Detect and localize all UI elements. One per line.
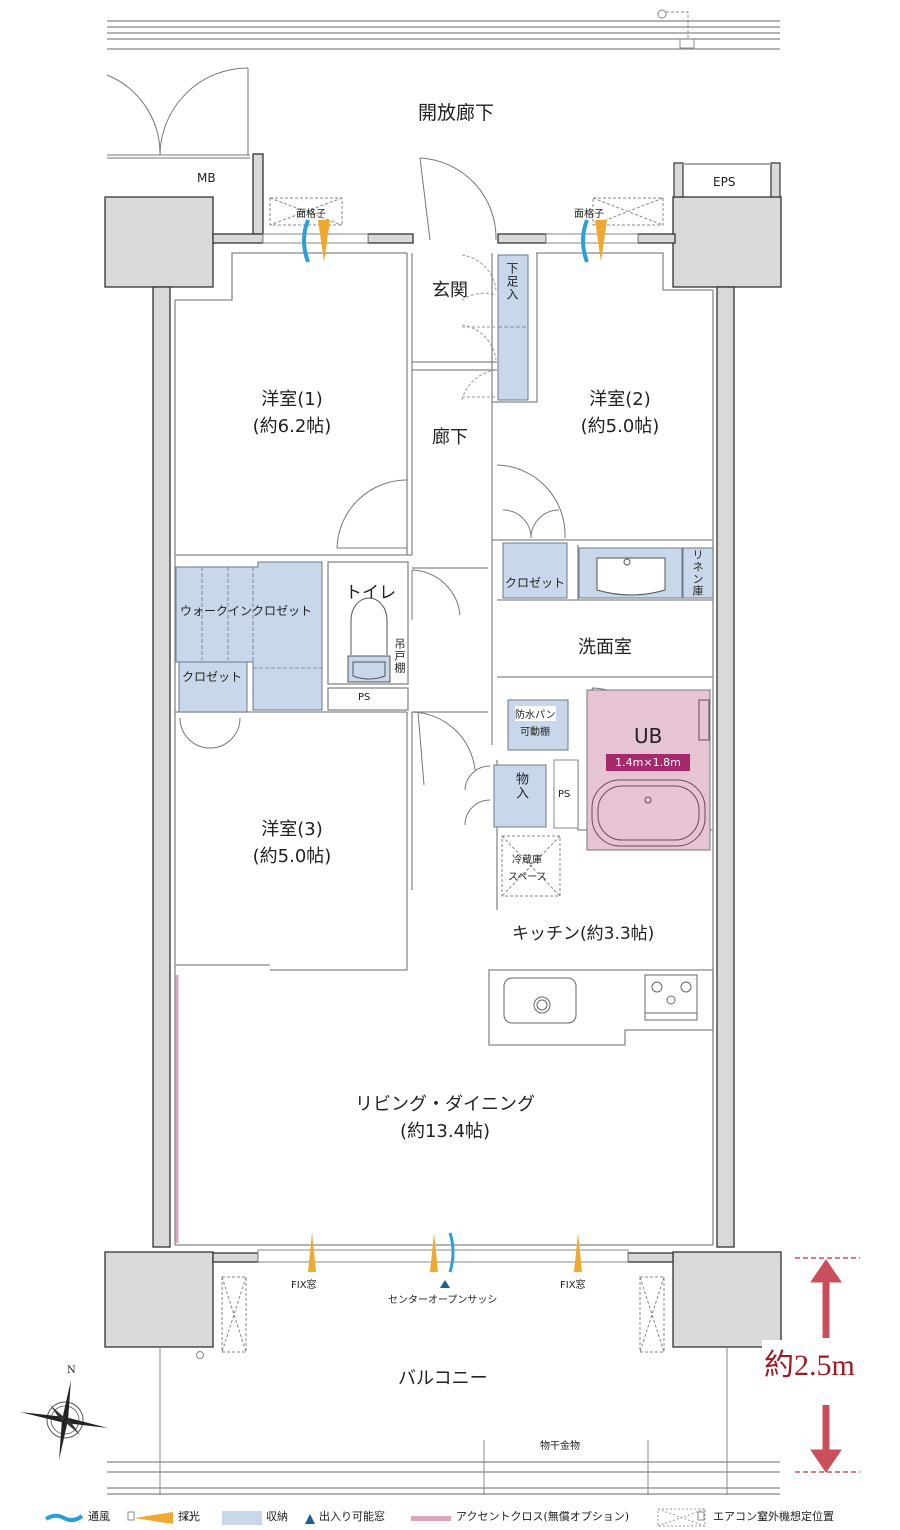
room-western-1: 洋室(1) (約6.2帖) <box>232 386 352 440</box>
grille-label-right: 面格子 <box>574 209 604 220</box>
legend-accent-cloth: アクセントクロス(無償オプション) <box>456 1508 629 1524</box>
legend-label: 採光 <box>178 1510 200 1523</box>
legend-ventilation-icon <box>44 1513 84 1523</box>
room-name: 洋室(3) <box>261 819 323 840</box>
legend-accessible-window: 出入り可能窓 <box>319 1508 385 1524</box>
fridge-space-label-1: 冷蔵庫 <box>512 855 542 866</box>
kitchen-label: キッチン(約3.3帖) <box>512 924 655 944</box>
room-western-3: 洋室(3) (約5.0帖) <box>232 816 352 870</box>
balcony-depth-dimension: 約2.5m <box>762 1340 857 1384</box>
legend-accent-swatch <box>411 1516 451 1521</box>
fix-window-right-label: FIX窓 <box>560 1280 586 1291</box>
legend-label: エアコン室外機想定位置 <box>713 1510 834 1523</box>
toilet-label: トイレ <box>345 583 396 603</box>
entrance-label: 玄関 <box>432 280 468 301</box>
closet-label-right: クロゼット <box>505 576 566 590</box>
legend-label: 出入り可能窓 <box>319 1510 385 1523</box>
legend-label: 通風 <box>88 1510 110 1523</box>
hallway-label: 廊下 <box>432 427 468 448</box>
room-size: (約5.0帖) <box>252 846 332 867</box>
washroom-label: 洗面室 <box>578 637 632 658</box>
room-name: 洋室(2) <box>589 389 651 410</box>
legend-ac-unit-icon <box>657 1508 706 1527</box>
corridor-label: 開放廊下 <box>418 102 495 124</box>
unit-bath-label: UB <box>634 724 663 748</box>
legend: 通風 採光 収納 出入り可能窓 アクセントクロス(無償オプション) エアコン室外… <box>0 1506 900 1528</box>
legend-storage: 収納 <box>266 1508 288 1524</box>
fridge-space-label-2: スペース <box>508 872 547 883</box>
room-size: (約13.4帖) <box>399 1121 491 1142</box>
legend-daylight: 採光 <box>178 1508 200 1524</box>
room-size: (約5.0帖) <box>580 416 660 437</box>
legend-storage-swatch <box>222 1511 262 1525</box>
center-open-sash-label: センターオープンサッシ <box>388 1295 498 1306</box>
compass-north-label: N <box>67 1365 76 1376</box>
legend-ventilation: 通風 <box>88 1508 110 1524</box>
mb-label: MB <box>197 171 216 185</box>
walk-in-closet-label: ウォークインクロゼット <box>180 604 313 618</box>
grille-label-left: 面格子 <box>296 209 326 220</box>
compass-rose-icon <box>20 1380 108 1460</box>
legend-daylight-icon <box>134 1512 173 1524</box>
balcony-label: バルコニー <box>398 1368 488 1389</box>
room-name: 洋室(1) <box>261 389 323 410</box>
movable-shelf-label: 可動棚 <box>520 727 550 738</box>
legend-label: 収納 <box>266 1510 288 1523</box>
linen-label: リネン庫 <box>691 549 704 597</box>
room-western-2: 洋室(2) (約5.0帖) <box>560 386 680 440</box>
ps-toilet-label: PS <box>358 692 371 703</box>
room-name: リビング・ダイニング <box>355 1094 535 1115</box>
hanging-cabinet-label: 吊戸棚 <box>393 638 406 674</box>
legend-ac-unit: エアコン室外機想定位置 <box>713 1508 834 1524</box>
room-size: (約6.2帖) <box>252 416 332 437</box>
legend-accessible-window-icon <box>305 1514 315 1524</box>
laundry-hardware-label: 物干金物 <box>540 1441 580 1452</box>
room-living-dining: リビング・ダイニング (約13.4帖) <box>340 1091 550 1145</box>
waterproof-pan-label: 防水パン <box>515 706 556 721</box>
shoe-storage-label: 下足入 <box>505 262 519 301</box>
eps-label: EPS <box>713 175 736 189</box>
fix-window-left-label: FIX窓 <box>291 1280 317 1291</box>
legend-label: アクセントクロス(無償オプション) <box>456 1510 630 1523</box>
ps-kitchen-label: PS <box>558 789 571 800</box>
unit-bath-size-badge: 1.4m×1.8m <box>606 754 690 771</box>
storage-label: 物入 <box>513 772 528 800</box>
closet-label-left: クロゼット <box>182 670 243 684</box>
